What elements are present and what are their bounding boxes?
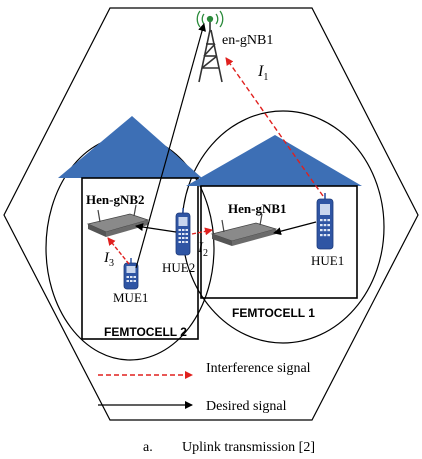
caption-text: Uplink transmission [2] [182, 440, 315, 455]
femtocell1-label: FEMTOCELL 1 [232, 306, 315, 320]
house-2-roof [58, 116, 202, 178]
interference-label-i2: I2 [197, 240, 208, 259]
router-hen-gnb2-icon [86, 204, 150, 237]
legend-interference-label: Interference signal [206, 361, 311, 376]
legend-desired-label: Desired signal [206, 399, 287, 414]
house-1-walls [200, 185, 358, 299]
phone-mue1-icon [123, 258, 139, 290]
hen-gnb2-label: Hen-gNB2 [86, 192, 145, 207]
mue1-label: MUE1 [113, 290, 148, 305]
router-hen-gnb1-icon [210, 213, 278, 246]
hen-gnb1-label: Hen-gNB1 [228, 201, 287, 216]
femtocell2-label: FEMTOCELL 2 [104, 325, 187, 339]
desired-arrow-hue1-to-hen-gnb1 [273, 221, 317, 236]
interference-arrow-mue1-to-hen-gnb2 [107, 237, 130, 265]
house-femtocell-1 [186, 135, 362, 299]
macro-cell-hexagon [3, 7, 419, 421]
interference-arrow-hue1-to-macro [225, 57, 324, 197]
house-2-walls [81, 177, 199, 340]
desired-arrow-hue2-to-hen-gnb2 [135, 223, 177, 233]
hue1-label: HUE1 [311, 253, 344, 268]
macro-tower-icon [198, 22, 223, 83]
hue2-label: HUE2 [162, 260, 195, 275]
phone-hue1-icon [316, 193, 334, 250]
interference-label-i3: I3 [103, 250, 114, 269]
interference-arrow-hue2-to-hen-gnb1 [191, 227, 213, 236]
legend: Interference signal Desired signal [98, 361, 311, 414]
caption-index: a. [143, 440, 153, 455]
house-1-roof [186, 135, 362, 186]
interference-label-i1: I1 [257, 63, 268, 83]
macro-bs-label: en-gNB1 [222, 33, 273, 48]
phone-hue2-icon [175, 208, 191, 256]
